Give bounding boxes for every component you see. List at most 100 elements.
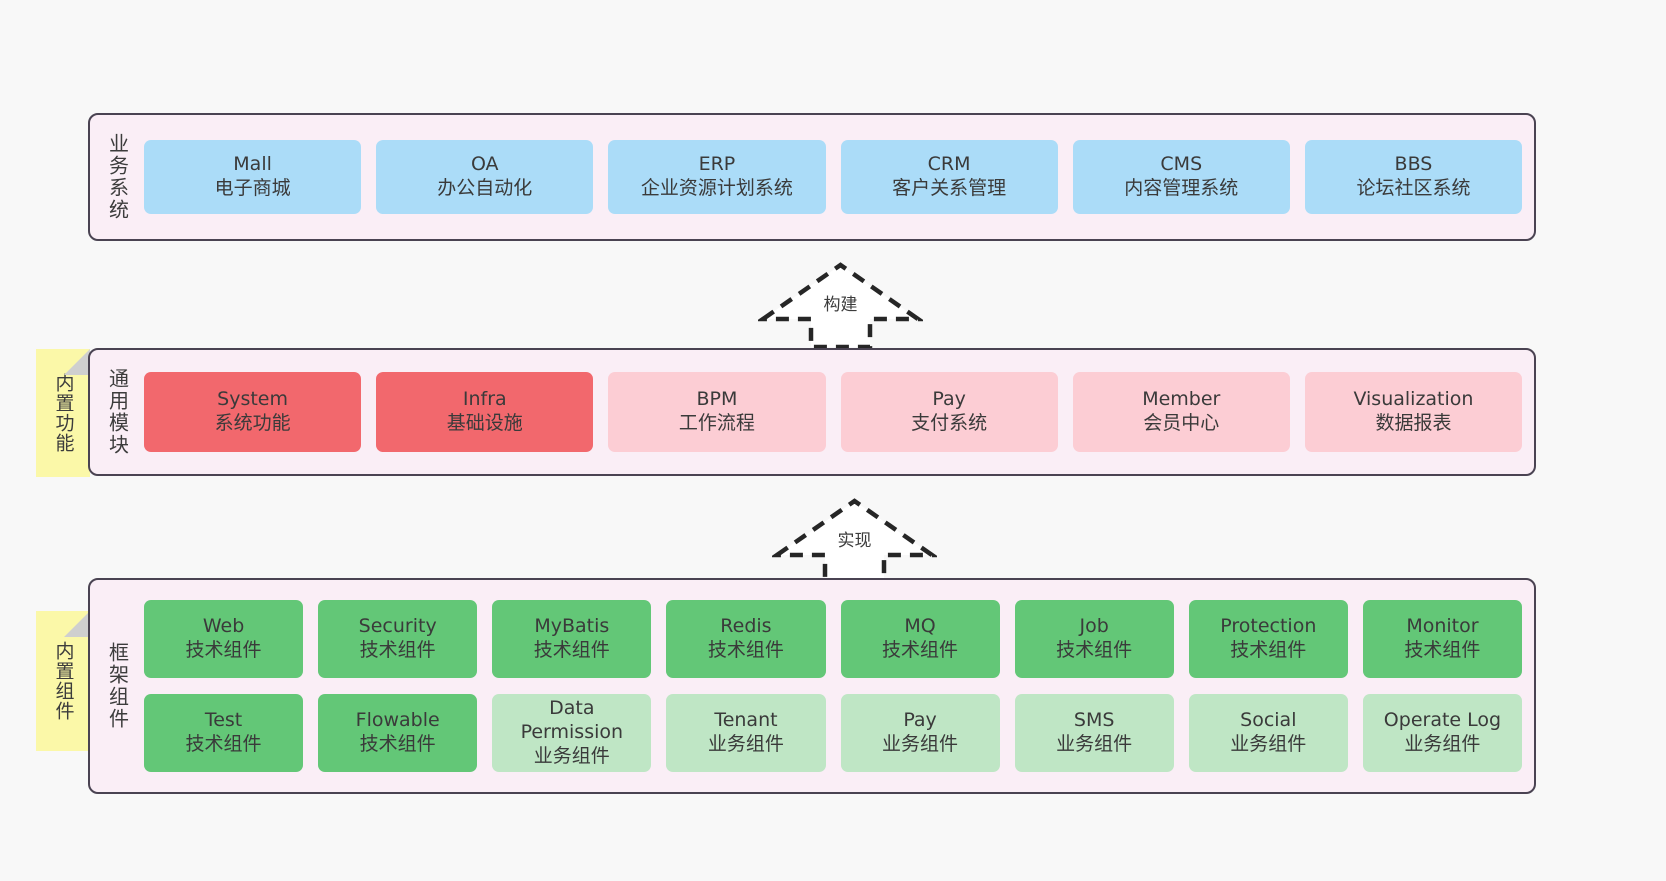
- band-body-common-modules: System 系统功能 Infra 基础设施 BPM 工作流程 Pay 支付系统…: [144, 350, 1534, 474]
- card-subtitle: 电子商城: [214, 177, 291, 199]
- module-card-web[interactable]: Web 技术组件: [144, 600, 304, 678]
- card-subtitle: 支付系统: [911, 412, 988, 434]
- card-title-cont: Permission: [520, 721, 624, 744]
- module-card-security[interactable]: Security 技术组件: [318, 600, 478, 678]
- band-row: System 系统功能 Infra 基础设施 BPM 工作流程 Pay 支付系统…: [144, 372, 1523, 452]
- band-body-business-systems: Mall 电子商城 OA 办公自动化 ERP 企业资源计划系统 CRM 客户关系…: [144, 115, 1534, 239]
- card-subtitle: 内容管理系统: [1124, 177, 1239, 199]
- card-title: Infra: [462, 388, 507, 411]
- card-subtitle: 技术组件: [185, 639, 262, 661]
- module-card-bpm[interactable]: BPM 工作流程: [608, 372, 826, 452]
- card-title: Test: [204, 709, 243, 732]
- module-card-protection[interactable]: Protection 技术组件: [1188, 600, 1348, 678]
- arrow-build: 构建: [758, 259, 923, 349]
- card-subtitle: 基础设施: [446, 412, 523, 434]
- sticky-note-builtin-function: 内置功能: [36, 349, 90, 477]
- band-business-systems: 业务系统 Mall 电子商城 OA 办公自动化 ERP 企业资源计划系统 CRM…: [88, 113, 1536, 241]
- card-title: Security: [358, 615, 437, 638]
- band-title-framework-components: 框架组件: [105, 642, 130, 730]
- card-subtitle: 技术组件: [533, 639, 610, 661]
- arrow-implement: 实现: [772, 495, 937, 585]
- card-title: BPM: [696, 388, 738, 411]
- module-card-mybatis[interactable]: MyBatis 技术组件: [492, 600, 652, 678]
- module-card-bbs[interactable]: BBS 论坛社区系统: [1304, 140, 1523, 214]
- card-title: Member: [1142, 388, 1221, 411]
- arrow-implement-label: 实现: [837, 531, 872, 551]
- module-card-tenant[interactable]: Tenant 业务组件: [666, 694, 826, 772]
- module-card-test[interactable]: Test 技术组件: [144, 694, 304, 772]
- dashed-up-arrow-icon: [772, 498, 937, 585]
- card-title: Redis: [720, 615, 772, 638]
- card-subtitle: 技术组件: [359, 639, 436, 661]
- card-subtitle: 会员中心: [1143, 412, 1220, 434]
- card-subtitle: 业务组件: [707, 733, 784, 755]
- module-card-mall[interactable]: Mall 电子商城: [144, 140, 362, 214]
- card-subtitle: 论坛社区系统: [1356, 177, 1471, 199]
- card-title: Operate Log: [1383, 709, 1502, 732]
- band-framework-components: 框架组件 Web 技术组件 Security 技术组件 MyBatis 技术组件…: [88, 578, 1536, 794]
- module-card-monitor[interactable]: Monitor 技术组件: [1362, 600, 1522, 678]
- card-subtitle: 技术组件: [707, 639, 784, 661]
- card-subtitle: 企业资源计划系统: [640, 177, 793, 199]
- card-subtitle: 系统功能: [214, 412, 291, 434]
- card-subtitle: 业务组件: [882, 733, 959, 755]
- module-card-oa[interactable]: OA 办公自动化: [376, 140, 594, 214]
- module-card-system[interactable]: System 系统功能: [144, 372, 362, 452]
- card-subtitle: 工作流程: [678, 412, 755, 434]
- module-card-member[interactable]: Member 会员中心: [1072, 372, 1290, 452]
- card-title: OA: [470, 153, 499, 176]
- arrow-build-label: 构建: [823, 295, 858, 315]
- module-card-social[interactable]: Social 业务组件: [1188, 694, 1348, 772]
- module-card-pay[interactable]: Pay 支付系统: [840, 372, 1058, 452]
- card-title: Social: [1240, 709, 1297, 732]
- card-title: Pay: [932, 388, 966, 411]
- module-card-cms[interactable]: CMS 内容管理系统: [1072, 140, 1290, 214]
- card-subtitle: 技术组件: [1404, 639, 1481, 661]
- band-row: Mall 电子商城 OA 办公自动化 ERP 企业资源计划系统 CRM 客户关系…: [144, 140, 1523, 214]
- card-subtitle: 客户关系管理: [892, 177, 1007, 199]
- card-subtitle: 技术组件: [359, 733, 436, 755]
- card-title: CMS: [1160, 153, 1203, 176]
- module-card-redis[interactable]: Redis 技术组件: [666, 600, 826, 678]
- band-title-common-modules: 通用模块: [105, 368, 130, 456]
- band-title-business-systems: 业务系统: [105, 133, 130, 221]
- card-title: Monitor: [1406, 615, 1479, 638]
- card-subtitle: 技术组件: [1056, 639, 1133, 661]
- card-title: BBS: [1394, 153, 1433, 176]
- card-subtitle: 业务组件: [1230, 733, 1307, 755]
- module-card-job[interactable]: Job 技术组件: [1014, 600, 1174, 678]
- band-row: Test 技术组件 Flowable 技术组件 Data Permission …: [144, 694, 1522, 772]
- card-title: Mall: [233, 153, 272, 176]
- card-subtitle: 业务组件: [1404, 733, 1481, 755]
- module-card-erp[interactable]: ERP 企业资源计划系统: [608, 140, 826, 214]
- card-subtitle: 技术组件: [185, 733, 262, 755]
- module-card-mq[interactable]: MQ 技术组件: [840, 600, 1000, 678]
- card-subtitle: 技术组件: [1230, 639, 1307, 661]
- module-card-sms[interactable]: SMS 业务组件: [1014, 694, 1174, 772]
- module-card-visualization[interactable]: Visualization 数据报表: [1304, 372, 1523, 452]
- card-title: Flowable: [355, 709, 440, 732]
- module-card-crm[interactable]: CRM 客户关系管理: [840, 140, 1058, 214]
- module-card-flowable[interactable]: Flowable 技术组件: [318, 694, 478, 772]
- module-card-operate-log[interactable]: Operate Log 业务组件: [1362, 694, 1522, 772]
- card-title: Protection: [1220, 615, 1317, 638]
- card-subtitle: 业务组件: [533, 744, 610, 767]
- card-title: MQ: [904, 615, 936, 638]
- sticky-note-label: 内置组件: [52, 641, 75, 721]
- sticky-note-builtin-component: 内置组件: [36, 611, 90, 751]
- card-title: MyBatis: [534, 615, 610, 638]
- module-card-data-permission[interactable]: Data Permission 业务组件: [492, 694, 652, 772]
- dashed-up-arrow-icon: [758, 262, 923, 349]
- card-title: Visualization: [1353, 388, 1474, 411]
- card-subtitle: 业务组件: [1056, 733, 1133, 755]
- band-body-framework-components: Web 技术组件 Security 技术组件 MyBatis 技术组件 Redi…: [144, 580, 1534, 792]
- module-card-pay-business[interactable]: Pay 业务组件: [840, 694, 1000, 772]
- module-card-infra[interactable]: Infra 基础设施: [376, 372, 594, 452]
- card-title: Tenant: [714, 709, 778, 732]
- card-title: SMS: [1073, 709, 1115, 732]
- card-title: Data: [549, 697, 595, 720]
- sticky-note-label: 内置功能: [52, 373, 75, 453]
- band-common-modules: 通用模块 System 系统功能 Infra 基础设施 BPM 工作流程 Pay…: [88, 348, 1536, 476]
- band-row: Web 技术组件 Security 技术组件 MyBatis 技术组件 Redi…: [144, 600, 1522, 678]
